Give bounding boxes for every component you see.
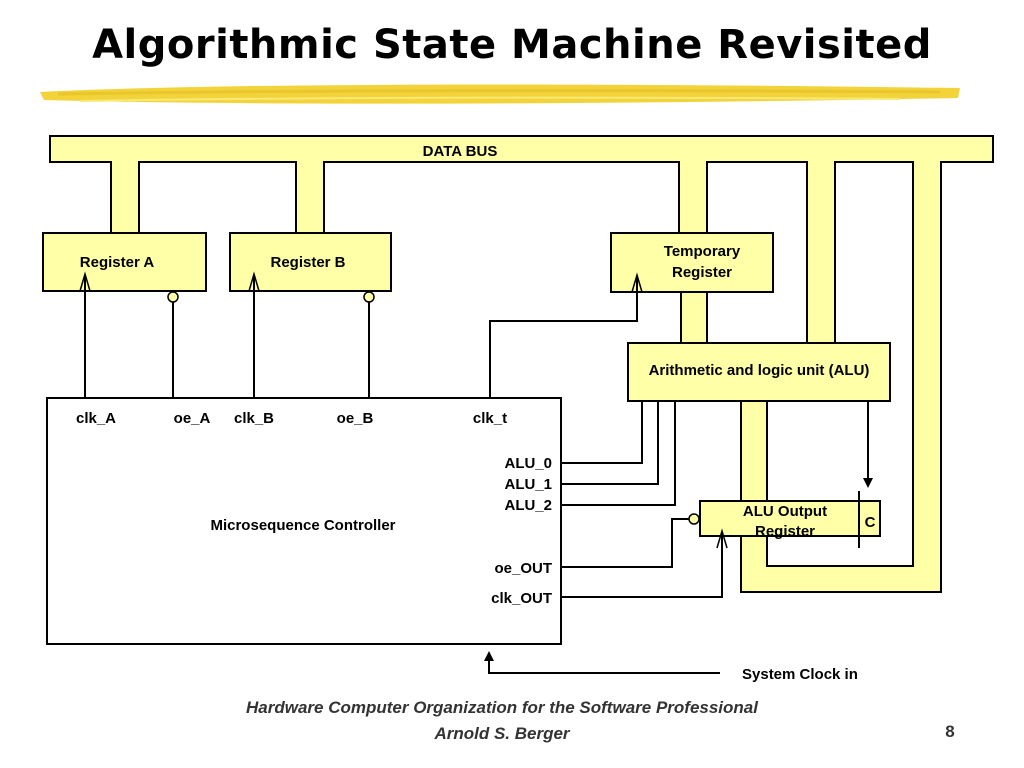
alu: Arithmetic and logic unit (ALU) (627, 342, 891, 402)
alu-output-register-label-line2: Register (755, 523, 815, 540)
alu-label: Arithmetic and logic unit (ALU) (649, 362, 870, 379)
bus-connections (110, 161, 942, 593)
clk-t-label: clk_t (473, 410, 507, 427)
temporary-register-label-line1: Temporary (664, 243, 741, 260)
footer-author: Arnold S. Berger (434, 724, 570, 743)
bus-joins (112, 159, 940, 165)
slide-title: Algorithmic State Machine Revisited (92, 22, 932, 68)
alu-2-label: ALU_2 (504, 497, 552, 514)
title-underline (40, 84, 960, 104)
register-b: Register B (229, 232, 392, 303)
page-number: 8 (945, 722, 955, 741)
signal-labels: clk_A oe_A clk_B oe_B clk_t ALU_0 ALU_1 … (76, 410, 858, 683)
data-bus: DATA BUS (49, 135, 994, 163)
oe-a-label: oe_A (174, 410, 211, 427)
footer-book-title: Hardware Computer Organization for the S… (246, 698, 758, 717)
alu-output-register-label-line1: ALU Output (743, 503, 827, 520)
controller-label: Microsequence Controller (210, 517, 395, 534)
register-b-label: Register B (270, 254, 345, 271)
temporary-register-label-line2: Register (672, 264, 732, 281)
alu-1-label: ALU_1 (504, 476, 552, 493)
microsequence-controller: Microsequence Controller (46, 397, 562, 645)
register-a-label: Register A (80, 254, 155, 271)
temporary-register: Temporary Register (610, 232, 774, 293)
oe-out-label: oe_OUT (494, 560, 552, 577)
alu-output-register: ALU Output Register C (688, 491, 881, 549)
alu-0-label: ALU_0 (504, 455, 552, 472)
data-bus-label: DATA BUS (423, 143, 498, 160)
register-a: Register A (42, 232, 207, 303)
system-clock-label: System Clock in (742, 666, 858, 683)
carry-flag-label: C (865, 514, 876, 531)
clk-out-label: clk_OUT (491, 590, 552, 607)
clk-a-label: clk_A (76, 410, 116, 427)
oe-b-label: oe_B (337, 410, 374, 427)
control-wires (84, 276, 873, 674)
clk-b-label: clk_B (234, 410, 274, 427)
